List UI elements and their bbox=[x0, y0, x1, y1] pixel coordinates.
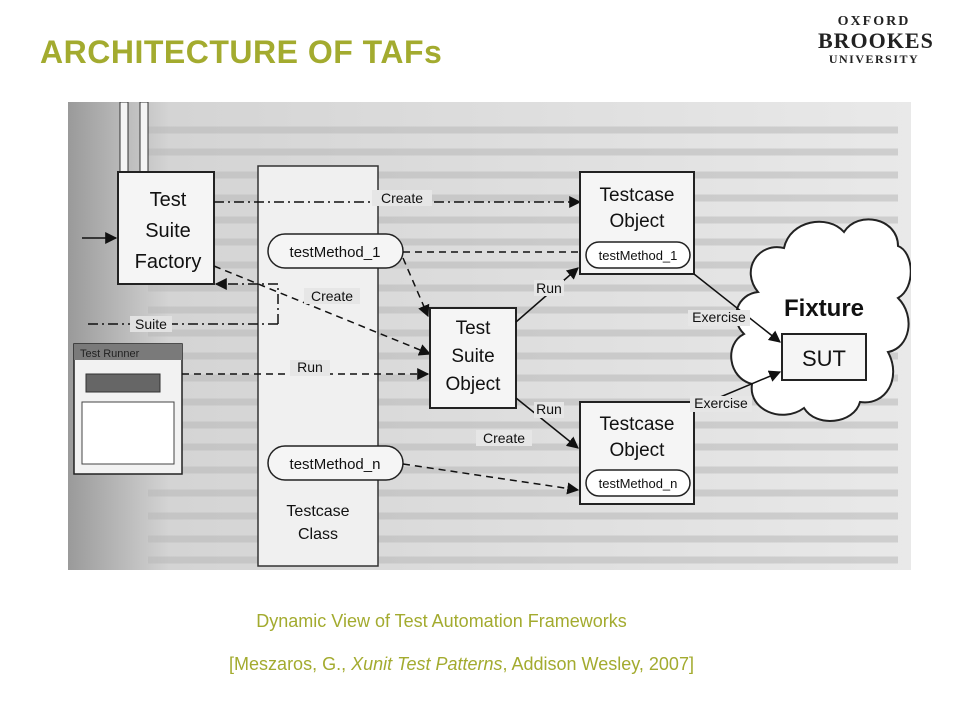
exercise-lower-label: Exercise bbox=[694, 395, 748, 411]
architecture-diagram: Testcase Class testMethod_1 testMethod_n… bbox=[68, 102, 911, 570]
test-method-n-label: testMethod_n bbox=[290, 456, 381, 473]
create-lower-label-bg bbox=[476, 430, 532, 446]
run-upper-label: Run bbox=[536, 280, 562, 296]
suite-label: Suite bbox=[135, 316, 167, 332]
method-n-create-arrow bbox=[402, 463, 580, 495]
exercise-upper-label-bg bbox=[688, 310, 750, 326]
citation-prefix: [Meszaros, G., bbox=[229, 654, 352, 674]
testcase-object-top-method-label: testMethod_1 bbox=[599, 248, 678, 263]
testcase-class-label-1: Testcase bbox=[286, 503, 349, 520]
factory-label-3: Factory bbox=[135, 251, 202, 273]
test-suite-object-box bbox=[429, 307, 517, 409]
testcase-object-bottom-label-2: Object bbox=[610, 440, 666, 461]
testcase-object-bottom-method-label: testMethod_n bbox=[599, 476, 678, 491]
test-method-n-node bbox=[267, 445, 404, 481]
fixture-label: Fixture bbox=[784, 295, 864, 322]
testcase-object-bottom-method-node bbox=[585, 469, 691, 497]
suite-arrow bbox=[214, 278, 279, 324]
exercise-upper-arrow bbox=[693, 273, 781, 343]
logo-line-3: UNIVERSITY bbox=[828, 52, 920, 66]
run-label-bg bbox=[290, 360, 330, 376]
run-lower-arrow bbox=[515, 397, 579, 449]
testcase-class-label-2: Class bbox=[298, 526, 338, 543]
suite-object-label-2: Suite bbox=[451, 346, 494, 367]
diagram-scan: Testcase Class testMethod_1 testMethod_n… bbox=[68, 102, 911, 570]
factory-label-2: Suite bbox=[145, 220, 191, 242]
run-label: Run bbox=[297, 359, 323, 375]
create-lower-label: Create bbox=[483, 430, 525, 446]
method1-to-suite-arrow bbox=[402, 257, 430, 318]
figure-caption: Dynamic View of Test Automation Framewor… bbox=[256, 611, 627, 631]
testcase-object-bottom-label-1: Testcase bbox=[600, 414, 675, 435]
run-lower-label-bg bbox=[534, 402, 564, 418]
page-title: ARCHITECTURE OF TAFs bbox=[40, 34, 443, 70]
testcase-object-top-method-node bbox=[585, 241, 691, 269]
university-logo: OXFORD BROOKES UNIVERSITY bbox=[818, 10, 934, 67]
test-suite-factory-box bbox=[117, 171, 215, 285]
create-label: Create bbox=[311, 288, 353, 304]
suite-object-label-3: Object bbox=[446, 374, 502, 395]
test-runner-results-pane bbox=[81, 401, 175, 465]
run-lower-label: Run bbox=[536, 401, 562, 417]
factory-pipe-2 bbox=[139, 102, 149, 173]
sut-box bbox=[781, 333, 867, 381]
test-runner-label: Test Runner bbox=[80, 348, 140, 360]
create-top-label: Create bbox=[381, 190, 423, 206]
create-suite-arrow bbox=[213, 265, 432, 356]
citation-suffix: , Addison Wesley, 2007] bbox=[502, 654, 694, 674]
create-top-label-bg bbox=[372, 190, 432, 206]
sut-label: SUT bbox=[802, 346, 846, 371]
suite-object-label-1: Test bbox=[456, 318, 492, 339]
run-upper-label-bg bbox=[534, 280, 564, 296]
factory-pipe-1 bbox=[119, 102, 129, 173]
logo-line-1: OXFORD bbox=[837, 14, 911, 29]
testcase-object-top-label-1: Testcase bbox=[600, 185, 675, 206]
exercise-upper-label: Exercise bbox=[692, 309, 746, 325]
test-runner-titlebar bbox=[74, 344, 182, 360]
factory-label-1: Test bbox=[150, 189, 187, 211]
test-method-1-label: testMethod_1 bbox=[290, 244, 381, 261]
testcase-object-top-label-2: Object bbox=[610, 211, 666, 232]
create-label-bg bbox=[304, 288, 360, 304]
test-runner-progress-bar bbox=[85, 373, 161, 393]
logo-line-2: BROOKES bbox=[818, 28, 934, 53]
figure-citation: [Meszaros, G., Xunit Test Patterns, Addi… bbox=[40, 654, 883, 675]
citation-book-title: Xunit Test Patterns bbox=[351, 654, 503, 674]
exercise-lower-label-bg bbox=[690, 396, 752, 412]
suite-label-bg bbox=[130, 316, 172, 332]
test-method-1-node bbox=[267, 233, 404, 269]
